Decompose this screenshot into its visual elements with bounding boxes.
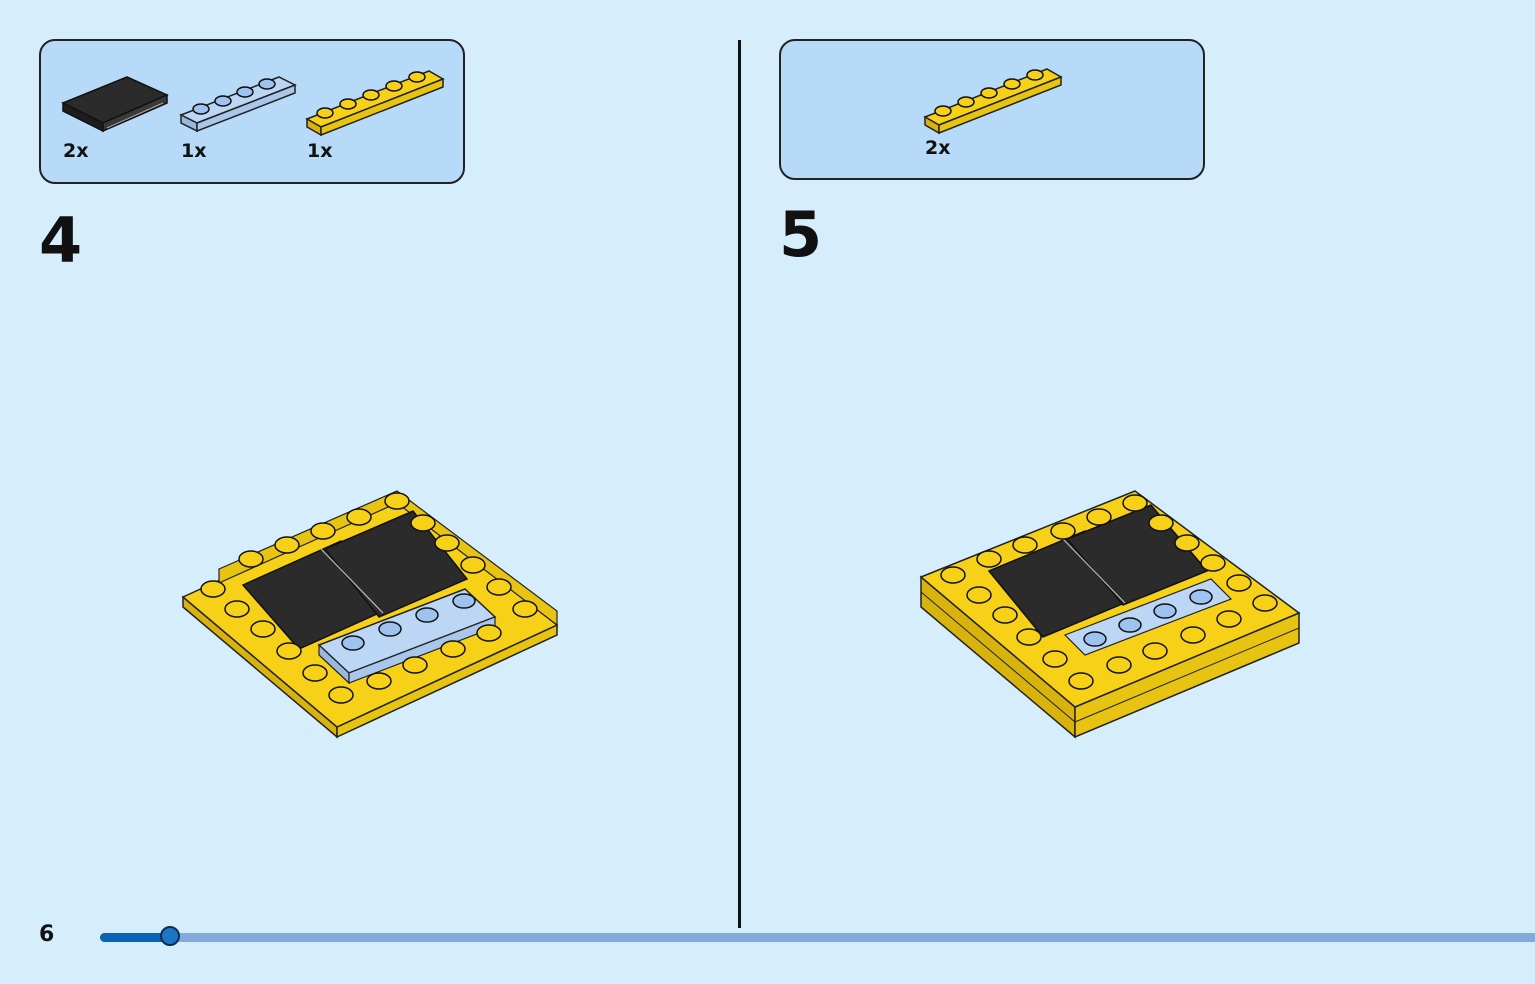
model-illustration-step-5 [919,490,1301,739]
step-number: 4 [39,204,83,277]
light-blue-plate-icon [179,76,297,133]
parts-list-step-4: 2x 1x 1x [39,39,465,184]
progress-fill [100,933,172,942]
page-number: 6 [39,922,55,947]
part-quantity: 1x [307,140,333,162]
page-divider [738,40,741,928]
black-tile-icon [61,76,169,133]
progress-track [100,933,1535,942]
yellow-plate-icon [923,68,1063,135]
part-quantity: 2x [63,140,89,162]
part-quantity: 2x [925,137,951,159]
progress-knob [160,926,180,946]
parts-list-step-5: 2x [779,39,1205,180]
model-illustration-step-4 [181,490,559,739]
step-number: 5 [779,198,823,271]
part-quantity: 1x [181,140,207,162]
yellow-plate-icon [305,70,445,137]
